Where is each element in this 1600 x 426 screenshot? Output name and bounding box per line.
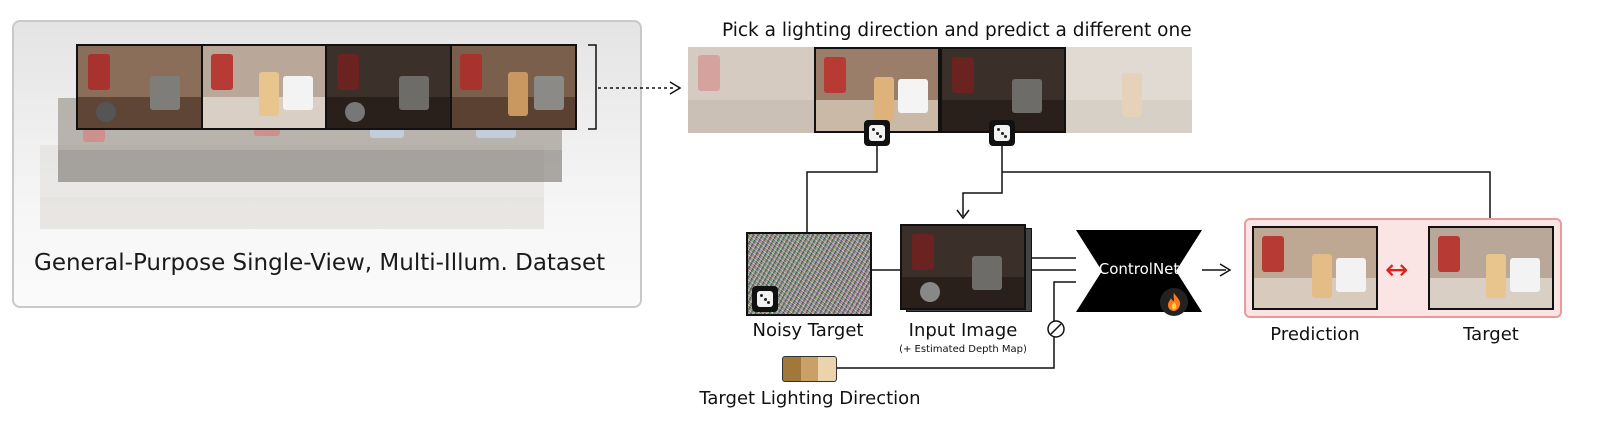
dataset-photo — [450, 44, 577, 130]
noisy-target-image — [746, 232, 872, 316]
concatenate-icon — [1047, 320, 1065, 338]
dataset-photo — [325, 44, 452, 130]
target-image — [1428, 226, 1554, 310]
dice-icon — [864, 120, 890, 146]
dataset-caption: General-Purpose Single-View, Multi-Illum… — [34, 250, 606, 276]
target-label: Target — [1463, 324, 1519, 345]
dice-icon — [752, 286, 778, 312]
lighting-swatch — [801, 356, 818, 382]
flame-icon — [1160, 288, 1188, 316]
dataset-photo — [201, 44, 327, 130]
lighting-option-4 — [1066, 47, 1192, 133]
input-image — [900, 224, 1026, 310]
strip-title: Pick a lighting direction and predict a … — [722, 20, 1192, 41]
input-image-sublabel: (+ Estimated Depth Map) — [899, 344, 1027, 355]
prediction-label: Prediction — [1270, 324, 1360, 345]
controlnet-label: ControlNet — [1098, 260, 1180, 278]
noisy-target-label: Noisy Target — [752, 320, 864, 341]
lighting-swatch — [782, 356, 801, 382]
double-arrow-icon: ↔ — [1385, 253, 1409, 286]
lighting-option-1 — [688, 47, 814, 133]
lighting-option-2 — [814, 47, 940, 133]
dice-icon — [989, 120, 1015, 146]
input-image-label: Input Image — [908, 320, 1018, 341]
target-lighting-label: Target Lighting Direction — [699, 388, 921, 409]
lighting-swatch — [818, 356, 837, 382]
dataset-photo — [76, 44, 203, 130]
prediction-image — [1252, 226, 1378, 310]
